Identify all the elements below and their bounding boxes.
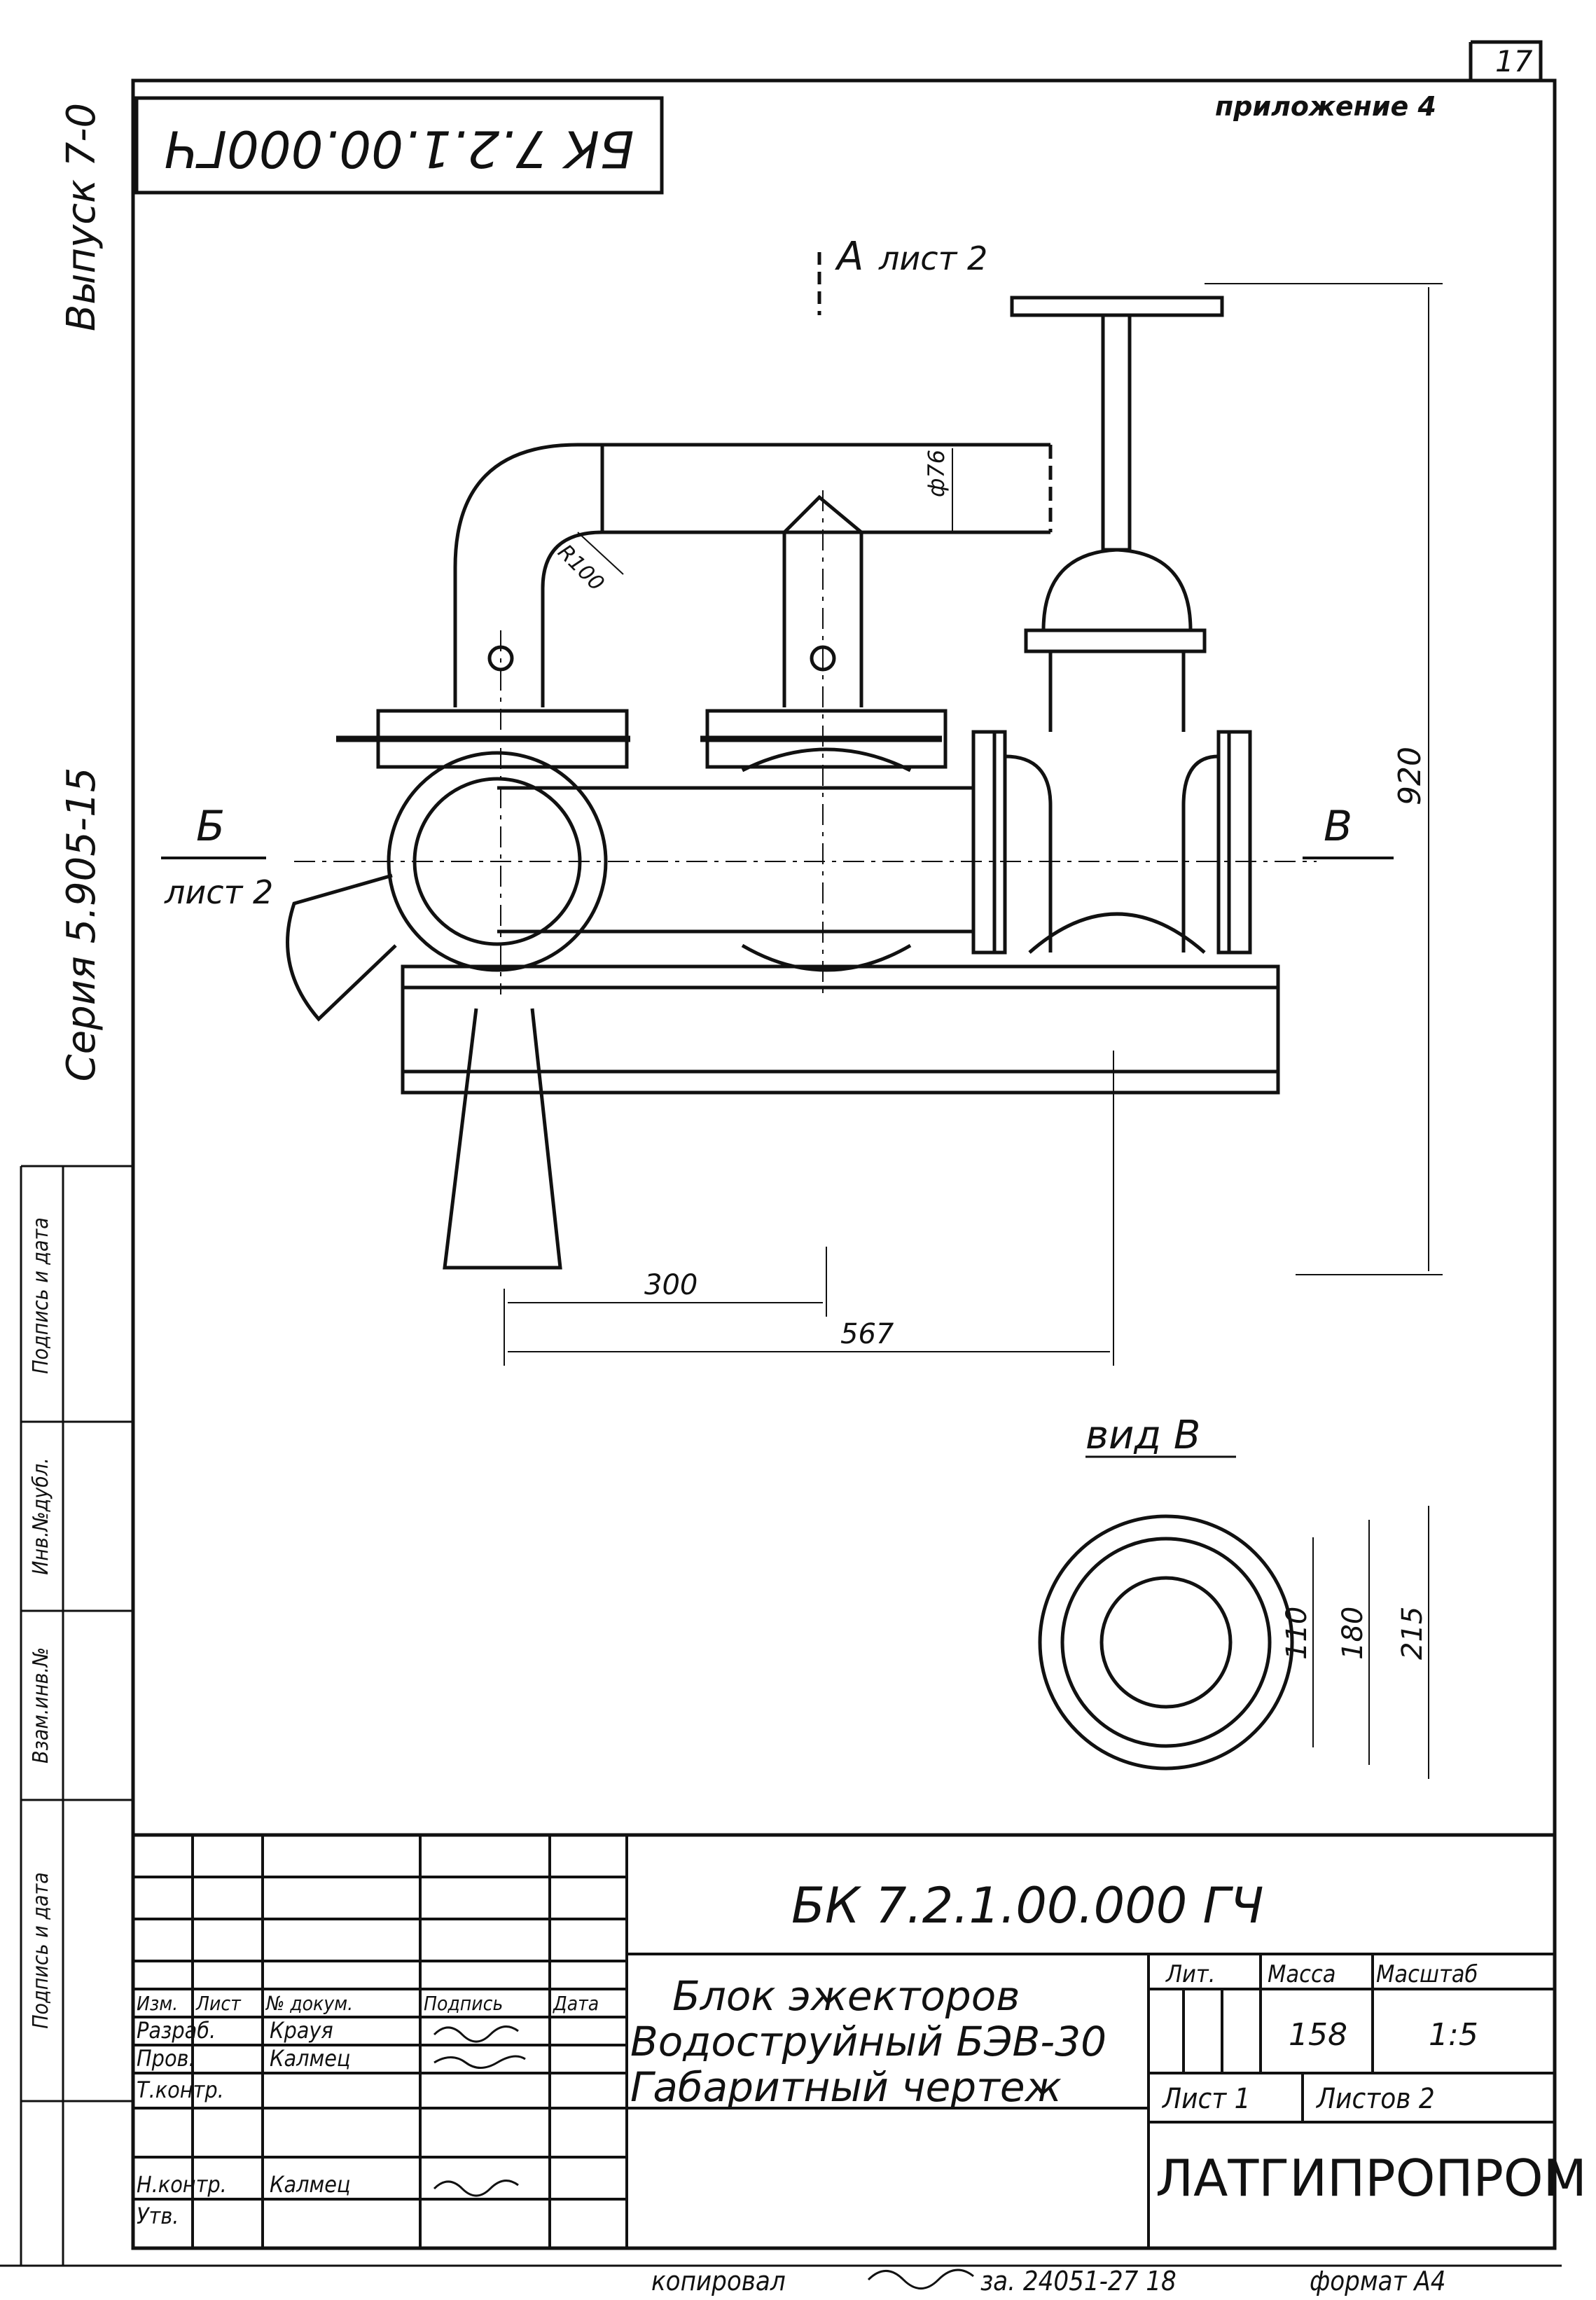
view-b-arrow-letter: В bbox=[1324, 802, 1352, 851]
organization-name: ЛАТГИПРОПРОМ bbox=[1156, 2149, 1587, 2208]
role-developer: Разраб. bbox=[137, 2017, 216, 2044]
scale-value: 1:5 bbox=[1429, 2017, 1478, 2053]
header-izm: Изм. bbox=[137, 1992, 178, 2015]
issue-label: Выпуск 7-0 bbox=[59, 103, 104, 331]
section-a-letter: А bbox=[835, 234, 863, 279]
role-tech-control: Т.контр. bbox=[137, 2077, 224, 2103]
stamp-label-sign-date: Подпись и дата bbox=[29, 1217, 53, 1374]
title-block bbox=[131, 1833, 1557, 2250]
stamp-label-dup-inv: Инв.№дубл. bbox=[29, 1457, 53, 1575]
copier-signature bbox=[867, 2268, 974, 2289]
name-norm-control: Калмец bbox=[270, 2171, 351, 2198]
stamp-label-replace-inv: Взам.инв.№ bbox=[29, 1647, 53, 1764]
dim-d-mid: 180 bbox=[1337, 1607, 1369, 1660]
dim-span-567: 567 bbox=[840, 1318, 894, 1350]
footer-order: за. 24051-27 18 bbox=[980, 2266, 1177, 2296]
doc-code-stamp: БК 7.2.1.00.000ГЧ bbox=[134, 96, 664, 195]
section-b-sheet: лист 2 bbox=[164, 873, 273, 911]
title-line-1: Блок эжекторов bbox=[672, 1972, 1020, 2020]
footer-format: формат А4 bbox=[1310, 2266, 1445, 2296]
name-checker: Калмец bbox=[270, 2045, 351, 2072]
title-line-3: Габаритный чертеж bbox=[630, 2063, 1062, 2111]
sheets-count-label: Листов 2 bbox=[1315, 2083, 1435, 2115]
sheet-number: 17 bbox=[1495, 44, 1533, 78]
dim-d-inner: 110 bbox=[1281, 1607, 1313, 1660]
header-sign: Подпись bbox=[424, 1992, 503, 2015]
stamp-label-sign-date-2: Подпись и дата bbox=[29, 1872, 53, 2029]
dim-height: 920 bbox=[1392, 747, 1428, 805]
left-stamp-strip bbox=[20, 1165, 133, 2266]
title-line-2: Водоструйный БЭВ-30 bbox=[630, 2018, 1106, 2065]
mass-label: Масса bbox=[1268, 1960, 1336, 1988]
sheet-label: Лист 1 bbox=[1161, 2083, 1251, 2115]
dim-pipe-diameter: ф76 bbox=[923, 450, 950, 497]
view-b-title: вид В bbox=[1085, 1413, 1200, 1458]
scale-label: Масштаб bbox=[1376, 1960, 1478, 1988]
signatures bbox=[433, 2025, 526, 2197]
lit-label: Лит. bbox=[1165, 1960, 1215, 1988]
section-a-sheet: лист 2 bbox=[878, 240, 987, 277]
header-date: Дата bbox=[553, 1992, 599, 2015]
dim-bend-radius: R100 bbox=[553, 540, 609, 596]
sheet-frame bbox=[0, 40, 1562, 2267]
appendix-label: приложение 4 bbox=[1215, 91, 1436, 122]
footer-copied: копировал bbox=[651, 2266, 786, 2296]
role-checker: Пров. bbox=[137, 2045, 195, 2072]
header-docnum: № докум. bbox=[265, 1992, 353, 2015]
name-developer: Крауя bbox=[270, 2017, 333, 2044]
doc-code-top: БК 7.2.1.00.000ГЧ bbox=[165, 119, 634, 178]
series-label: Серия 5.905-15 bbox=[59, 768, 104, 1082]
dim-span-300: 300 bbox=[644, 1269, 698, 1301]
ejector-block-drawing bbox=[161, 252, 1443, 1366]
dim-d-outer: 215 bbox=[1396, 1607, 1429, 1660]
header-list: Лист bbox=[195, 1992, 242, 2015]
title-block-code: БК 7.2.1.00.000 ГЧ bbox=[791, 1877, 1264, 1934]
mass-value: 158 bbox=[1289, 2017, 1347, 2053]
section-b-letter: Б bbox=[196, 802, 225, 851]
role-approved: Утв. bbox=[137, 2203, 179, 2229]
view-b bbox=[1038, 1455, 1429, 1779]
role-norm-control: Н.контр. bbox=[137, 2171, 227, 2198]
